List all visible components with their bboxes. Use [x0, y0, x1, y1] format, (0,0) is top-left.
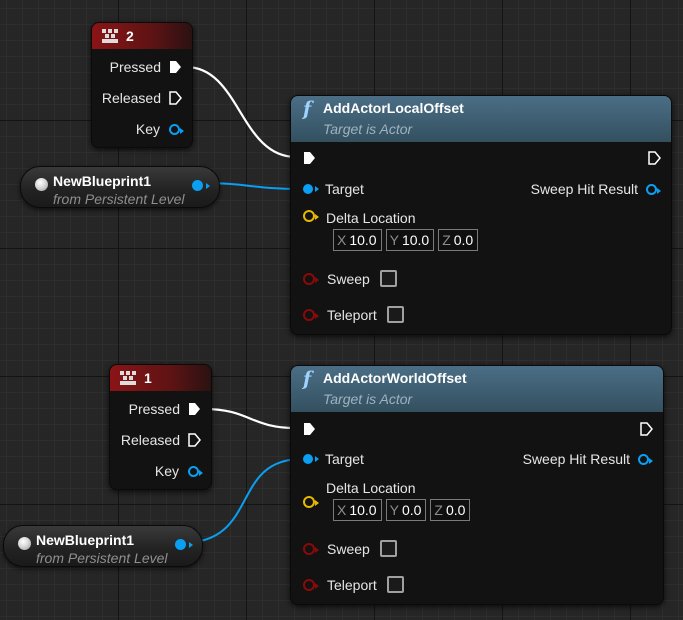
function-title: AddActorLocalOffset	[323, 100, 464, 116]
released-pin-row[interactable]: Released	[121, 432, 201, 448]
variable-source: from Persistent Level	[53, 191, 185, 207]
key-event-title: 1	[144, 370, 152, 386]
teleport-label: Teleport	[327, 306, 377, 323]
target-in-pin[interactable]	[303, 184, 319, 194]
target-pin-row[interactable]: Target	[303, 451, 364, 467]
keyboard-icon	[120, 371, 136, 385]
teleport-checkbox[interactable]	[386, 306, 404, 323]
target-in-pin[interactable]	[303, 454, 319, 464]
sweep-label: Sweep	[327, 540, 370, 557]
sweep-in-pin[interactable]	[303, 272, 319, 285]
key-out-pin[interactable]	[169, 123, 184, 135]
teleport-pin-row[interactable]: Teleport	[303, 576, 404, 593]
pressed-pin-row[interactable]: Pressed	[110, 59, 182, 75]
sweep-label: Sweep	[327, 270, 370, 287]
sweep-checkbox[interactable]	[379, 540, 397, 557]
function-header: f AddActorLocalOffset Target is Actor	[291, 96, 671, 142]
exec-in-pin[interactable]	[303, 151, 316, 165]
sweep-hit-pin-row[interactable]: Sweep Hit Result	[530, 181, 661, 197]
sweep-checkbox[interactable]	[379, 270, 397, 287]
teleport-in-pin[interactable]	[303, 308, 319, 321]
variable-name: NewBlueprint1	[53, 173, 152, 189]
released-pin-row[interactable]: Released	[102, 90, 182, 106]
teleport-label: Teleport	[327, 576, 377, 593]
pressed-label: Pressed	[109, 59, 161, 75]
teleport-in-pin[interactable]	[303, 578, 319, 591]
exec-out-pin[interactable]	[169, 91, 182, 105]
target-label: Target	[325, 181, 364, 197]
key-pin-row[interactable]: Key	[135, 121, 184, 137]
key-out-pin[interactable]	[188, 465, 203, 477]
delta-location-pin-row[interactable]	[303, 496, 319, 508]
variable-name: NewBlueprint1	[36, 532, 135, 548]
sphere-icon	[35, 178, 48, 191]
variable-out-pin[interactable]	[175, 539, 193, 550]
exec-out-pin[interactable]	[169, 60, 182, 74]
teleport-pin-row[interactable]: Teleport	[303, 306, 404, 323]
key-event-header: 1	[110, 365, 211, 391]
function-subtitle: Target is Actor	[323, 121, 413, 137]
exec-in-pin[interactable]	[303, 422, 316, 436]
exec-wire	[203, 407, 297, 430]
delta-location-in-pin[interactable]	[303, 496, 319, 508]
delta-location-in-pin[interactable]	[303, 210, 319, 222]
variable-node[interactable]: NewBlueprint1 from Persistent Level	[3, 525, 203, 567]
sweep-hit-out-pin[interactable]	[638, 453, 653, 465]
key-event-header: 2	[92, 23, 192, 49]
sweep-pin-row[interactable]: Sweep	[303, 270, 397, 287]
key-event-title: 2	[126, 28, 134, 44]
key-label: Key	[135, 121, 160, 137]
sphere-icon	[18, 537, 31, 550]
pressed-pin-row[interactable]: Pressed	[129, 401, 201, 417]
exec-wire	[185, 65, 297, 159]
function-f-icon: f	[303, 368, 312, 390]
delta-location-label: Delta Location	[326, 480, 416, 496]
pressed-label: Pressed	[128, 401, 180, 417]
target-label: Target	[325, 451, 364, 467]
function-node[interactable]: f AddActorWorldOffset Target is Actor Ta…	[290, 365, 664, 605]
exec-out-pin[interactable]	[640, 422, 653, 436]
key-event-node[interactable]: 2 Pressed Released Key	[91, 22, 193, 148]
key-pin-row[interactable]: Key	[154, 463, 203, 479]
released-label: Released	[101, 90, 161, 106]
released-label: Released	[120, 432, 180, 448]
function-subtitle: Target is Actor	[323, 391, 413, 407]
key-label: Key	[154, 463, 179, 479]
sweep-hit-out-pin[interactable]	[646, 183, 661, 195]
variable-out-pin[interactable]	[192, 180, 210, 191]
variable-source: from Persistent Level	[36, 550, 168, 566]
sweep-hit-label: Sweep Hit Result	[522, 451, 630, 467]
keyboard-icon	[102, 29, 118, 43]
sweep-hit-pin-row[interactable]: Sweep Hit Result	[522, 451, 653, 467]
sweep-hit-label: Sweep Hit Result	[530, 181, 638, 197]
exec-out-pin[interactable]	[188, 402, 201, 416]
exec-out-pin[interactable]	[648, 151, 661, 165]
target-pin-row[interactable]: Target	[303, 181, 364, 197]
delta-location-pin-row[interactable]	[303, 210, 319, 222]
function-title: AddActorWorldOffset	[323, 370, 467, 386]
function-node[interactable]: f AddActorLocalOffset Target is Actor Ta…	[290, 95, 672, 335]
key-event-node[interactable]: 1 Pressed Released Key	[109, 364, 212, 490]
sweep-pin-row[interactable]: Sweep	[303, 540, 397, 557]
exec-out-pin[interactable]	[188, 433, 201, 447]
delta-location-label: Delta Location	[326, 210, 416, 226]
variable-node[interactable]: NewBlueprint1 from Persistent Level	[20, 166, 220, 208]
function-f-icon: f	[303, 98, 312, 120]
sweep-in-pin[interactable]	[303, 542, 319, 555]
teleport-checkbox[interactable]	[386, 576, 404, 593]
function-header: f AddActorWorldOffset Target is Actor	[291, 366, 663, 412]
